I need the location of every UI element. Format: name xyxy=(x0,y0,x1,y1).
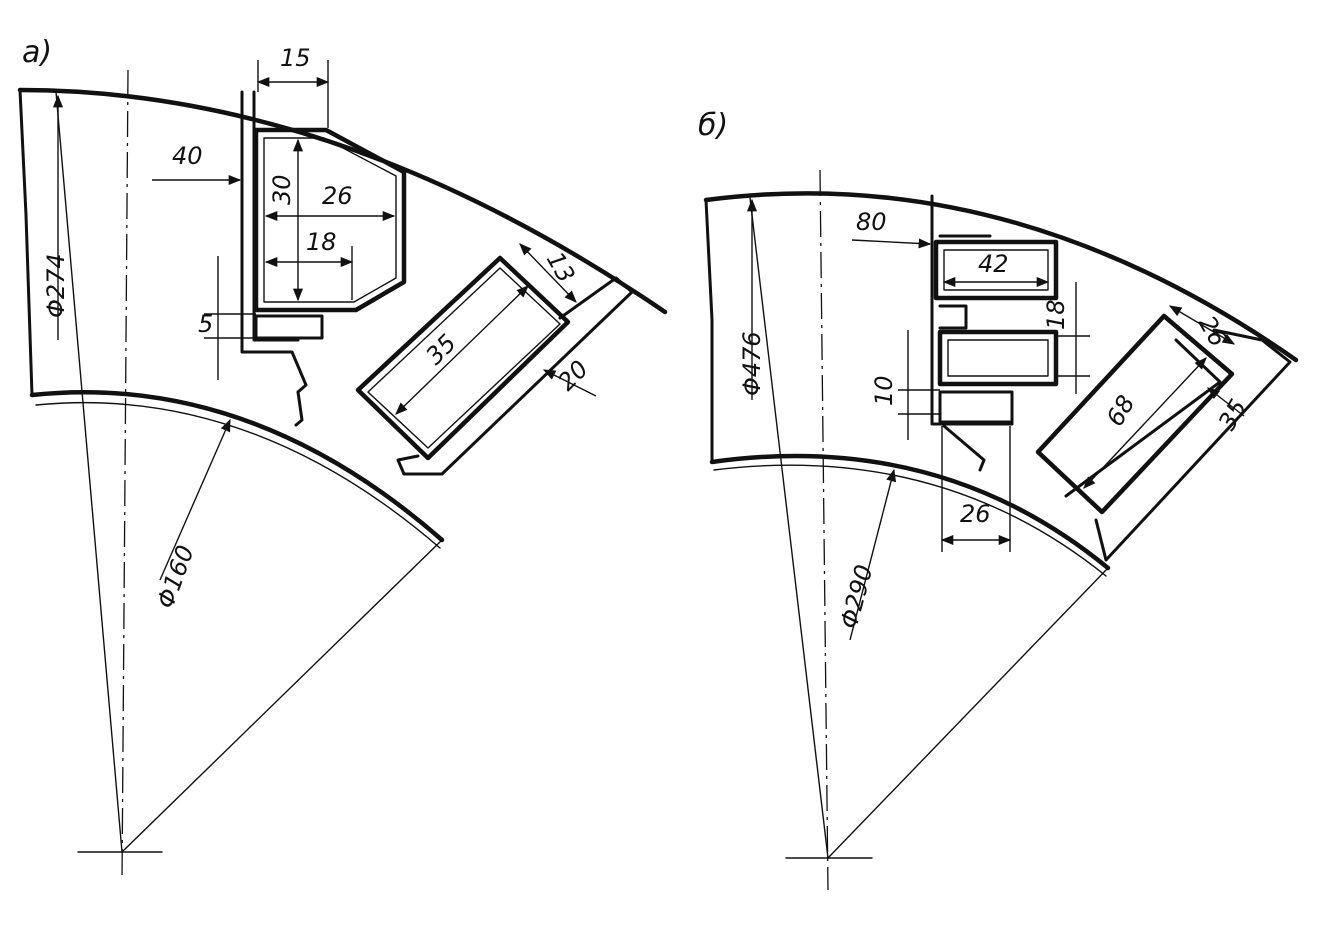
diagram-b-dim-18: 18 xyxy=(1042,299,1070,330)
diagram-b-label: б) xyxy=(698,108,728,143)
diagram-b-fin xyxy=(942,424,986,472)
diagram-a-dim-5: 5 xyxy=(198,310,213,338)
diagram-a-dim-274: Φ274 xyxy=(42,253,70,318)
diagram-b-dim-476: Φ476 xyxy=(738,331,766,396)
diagram-a-dim-26: 26 xyxy=(322,182,353,210)
diagram-a-right-wall xyxy=(396,276,634,476)
diagram-b-dim-68: 68 xyxy=(1101,391,1141,431)
diagram-a-dim-13-line xyxy=(519,243,577,303)
diagram-a-radius-line-right xyxy=(121,539,443,853)
diagram-a-slot-upper xyxy=(253,127,407,313)
diagram-a-dim-35: 35 xyxy=(420,329,461,370)
diagram-a-dim-40: 40 xyxy=(172,142,203,170)
diagram-b-box-lower-inner xyxy=(947,339,1049,377)
diagram-b-box-upper xyxy=(933,239,1059,301)
diagram-a-dim-160: Φ160 xyxy=(151,542,199,612)
diagram-b-dim-80-line xyxy=(851,238,932,249)
diagram-b-dim-68-line xyxy=(1083,357,1207,489)
diagram-b: б) 80 42 18 xyxy=(698,108,1299,891)
diagram-a-label: a) xyxy=(22,35,52,70)
diagram-b-spacer xyxy=(938,304,968,330)
diagram-b-dim-290: Φ290 xyxy=(835,562,879,632)
diagram-b-dim-35-line xyxy=(1207,387,1245,417)
diagram-b-box-upper-inner xyxy=(943,249,1049,291)
diagram-b-dim-290-line xyxy=(849,468,897,641)
diagram-a-dim-35-line xyxy=(395,285,529,415)
diagram-a-left-edge xyxy=(18,88,34,397)
diagram-b-centerline xyxy=(819,169,829,891)
diagram-a-radius-line-left xyxy=(55,91,123,853)
diagram-b-slot-lip xyxy=(1064,338,1222,498)
diagram-b-box-lower xyxy=(937,329,1059,387)
diagram-a-inner-arc-2 xyxy=(35,402,441,549)
diagram-b-dim-26: 26 xyxy=(960,500,991,528)
diagram-a-fin xyxy=(294,390,304,427)
diagram-b-dim-42: 42 xyxy=(978,250,1009,278)
diagram-b-radius-line-left xyxy=(749,197,829,859)
diagram-a-dim-160-line xyxy=(159,418,231,581)
diagram-a-slot-upper-inner xyxy=(263,137,397,303)
diagram-a-small-bar xyxy=(254,314,324,340)
diagram-b-inner-arc xyxy=(709,453,1111,571)
diagram-b-dim-35: 35 xyxy=(1213,395,1253,435)
diagram-b-dim-80: 80 xyxy=(856,208,887,236)
diagram-a-centerline xyxy=(121,69,129,881)
diagram-b-left-edge xyxy=(704,198,714,464)
diagram-b-dim-10: 10 xyxy=(870,375,898,406)
diagram-a-dim-20-line xyxy=(542,369,597,397)
diagram-b-right-wall xyxy=(1094,328,1292,562)
diagram-b-radius-line-right xyxy=(827,567,1109,859)
diagram-a-dim-30: 30 xyxy=(268,174,296,205)
diagram-b-inner-arc-2 xyxy=(713,464,1107,577)
diagram-a-inner-arc xyxy=(29,390,445,543)
diagram-b-dim-26-right-line xyxy=(1168,305,1236,345)
diagram-b-wall xyxy=(930,194,1014,426)
diagram-b-bottom-plate xyxy=(938,390,1014,424)
diagram-a-wall xyxy=(240,90,308,394)
diagram-a: a) 15 40 30 26 xyxy=(17,35,668,881)
diagram-a-dim-18: 18 xyxy=(306,228,337,256)
diagram-a-dim-15: 15 xyxy=(280,44,311,72)
